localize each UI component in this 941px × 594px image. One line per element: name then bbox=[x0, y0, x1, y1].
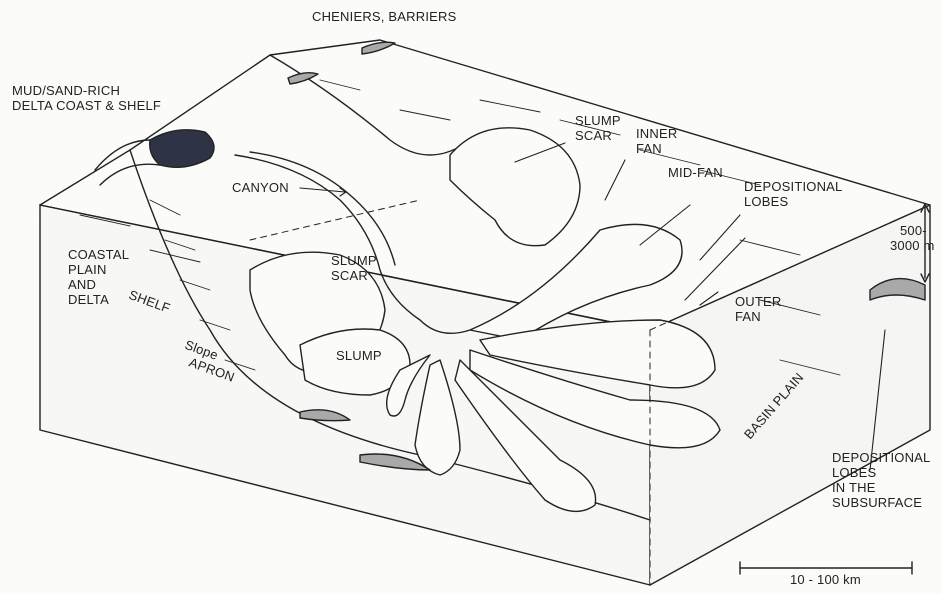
label-mid-fan: MID-FAN bbox=[668, 165, 723, 180]
label-depositional-lobes-subsurface: DEPOSITIONAL LOBES IN THE SUBSURFACE bbox=[832, 450, 930, 510]
label-cheniers: CHENIERS, BARRIERS bbox=[312, 9, 456, 24]
label-slump: SLUMP bbox=[336, 348, 382, 363]
label-inner-fan: INNER FAN bbox=[636, 126, 677, 156]
chenier-1 bbox=[362, 42, 395, 54]
label-scale: 10 - 100 km bbox=[790, 572, 861, 587]
label-coastal-plain: COASTAL PLAIN AND DELTA bbox=[68, 247, 129, 307]
label-slump-scar-upper: SLUMP SCAR bbox=[575, 113, 621, 143]
label-outer-fan: OUTER FAN bbox=[735, 294, 782, 324]
label-slump-scar-lower: SLUMP SCAR bbox=[331, 253, 377, 283]
label-mud-sand-rich: MUD/SAND-RICH DELTA COAST & SHELF bbox=[12, 83, 161, 113]
delta-lobe bbox=[150, 130, 214, 168]
label-canyon: CANYON bbox=[232, 180, 289, 195]
label-depositional-lobes: DEPOSITIONAL LOBES bbox=[744, 179, 842, 209]
label-depth: 500- 3000 m bbox=[890, 223, 935, 253]
slump-scar-upper bbox=[450, 128, 580, 246]
